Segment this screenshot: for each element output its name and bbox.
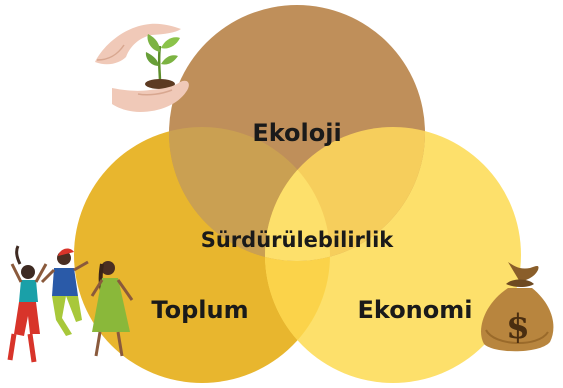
hands-holding-plant-icon: [95, 23, 189, 112]
label-toplum: Toplum: [151, 296, 248, 324]
label-center: Sürdürülebilirlik: [201, 228, 395, 252]
label-ekoloji: Ekoloji: [252, 119, 341, 147]
label-ekonomi: Ekonomi: [357, 296, 472, 324]
dancing-people-icon: [7, 245, 134, 363]
dollar-sign: $: [506, 307, 530, 347]
money-bag-icon: $: [481, 262, 554, 352]
